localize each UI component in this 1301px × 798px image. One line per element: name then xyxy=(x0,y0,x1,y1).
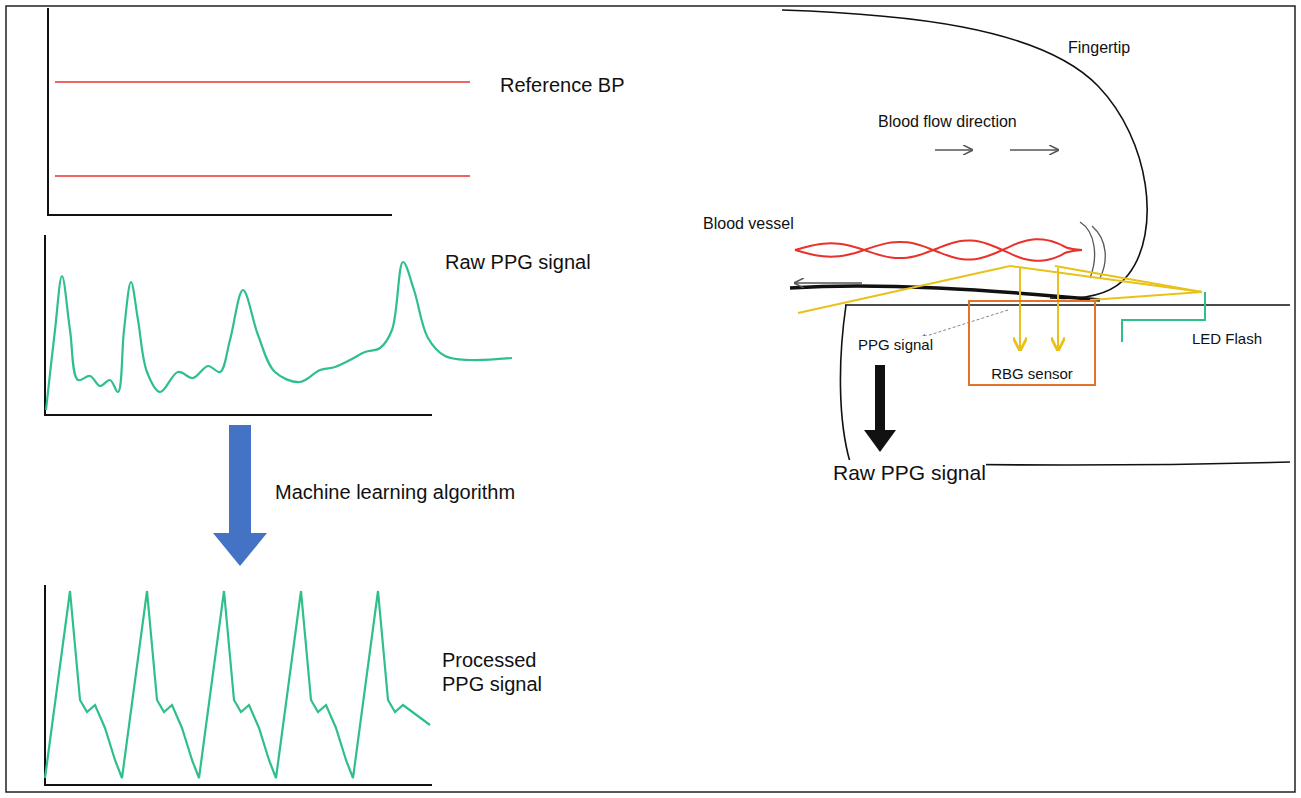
label: PPG signal xyxy=(858,336,933,354)
raw-ppg-axes xyxy=(45,235,432,415)
label: Blood flow direction xyxy=(878,112,1017,131)
label: Machine learning algorithm xyxy=(275,480,515,504)
process-arrow xyxy=(213,425,267,566)
processed-ppg-curve xyxy=(45,591,430,778)
label: Blood vessel xyxy=(703,214,794,233)
output-arrow xyxy=(864,365,896,452)
processed-ppg-axes xyxy=(45,585,432,785)
node-label: RBG sensor xyxy=(970,365,1094,382)
flow-arrows xyxy=(795,150,1105,283)
fingertip-outline xyxy=(782,10,1147,298)
reference-bp-chart xyxy=(48,8,470,215)
finger-underside xyxy=(790,286,1100,300)
label: Reference BP xyxy=(500,73,625,97)
sensor-box: RBG sensor xyxy=(968,300,1096,386)
leader-line xyxy=(920,310,1008,338)
label: Raw PPG signal xyxy=(833,460,986,485)
label: LED Flash xyxy=(1192,330,1262,348)
frame xyxy=(6,6,1295,792)
label: Raw PPG signal xyxy=(445,250,591,274)
blood-vessel xyxy=(795,239,1082,261)
raw-ppg-curve xyxy=(46,262,512,410)
label: Fingertip xyxy=(1068,38,1130,57)
label: Processed PPG signal xyxy=(442,648,554,696)
